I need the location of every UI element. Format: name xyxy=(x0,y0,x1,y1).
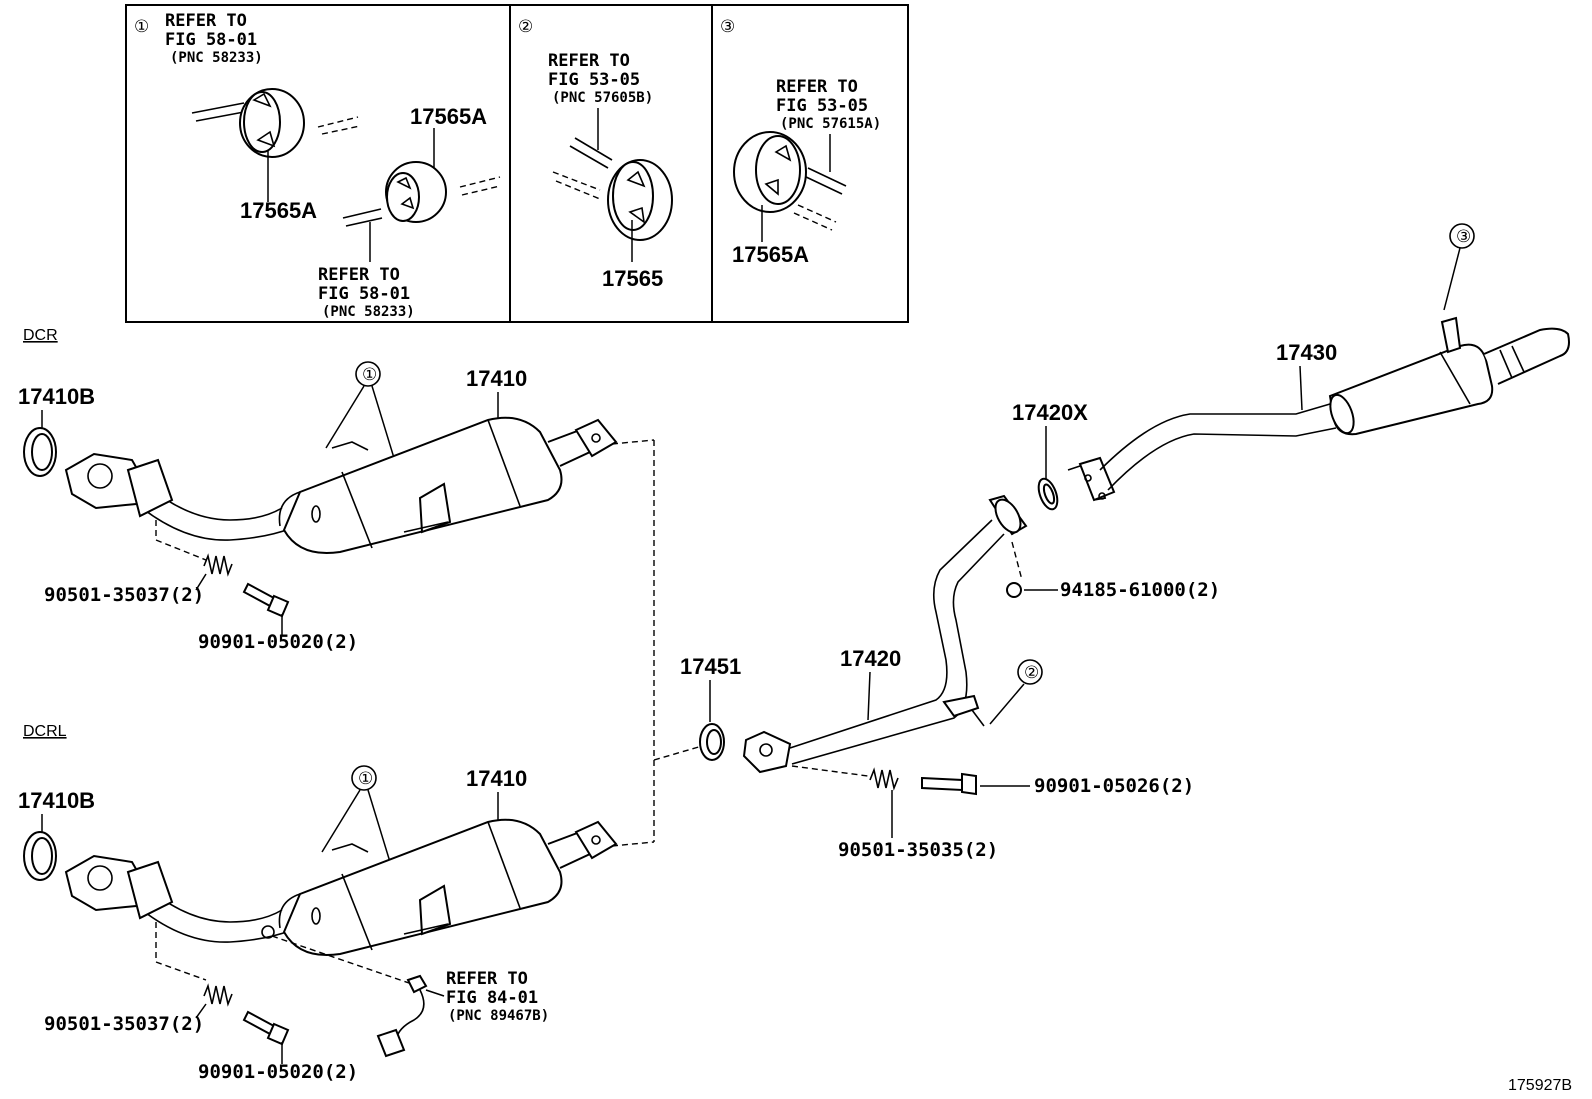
panel-3-part: 17565A xyxy=(732,242,809,267)
figure-number: 175927B xyxy=(1508,1077,1572,1094)
tail-callout-circle xyxy=(1449,223,1475,249)
rubber-hanger-icon xyxy=(342,161,501,227)
center-spring-label: 90501-35035(2) xyxy=(838,839,998,861)
panel-2-ref-pnc: (PNC 57605B) xyxy=(552,90,653,106)
panel-1-ref2-line2: FIG 58-01 xyxy=(318,284,410,304)
spring-icon xyxy=(203,983,233,1007)
inset-panel-1: ① REFER TO FIG 58-01 (PNC 58233) 17565A xyxy=(134,11,501,320)
dcr-bolt-label: 90901-05020(2) xyxy=(198,631,358,653)
oxygen-sensor-icon xyxy=(376,974,428,1058)
panel-1-part-b: 17565A xyxy=(410,104,487,129)
dcrl-converter-label: 17410 xyxy=(466,766,527,791)
rubber-hanger-icon xyxy=(733,131,847,231)
bolt-icon xyxy=(921,772,977,796)
flange-gasket-label: 17420X xyxy=(1012,400,1088,425)
panel-3-ref-line2: FIG 53-05 xyxy=(776,96,868,116)
panel-2-part: 17565 xyxy=(602,266,663,291)
dcrl-converter-assembly xyxy=(64,818,618,956)
rubber-hanger-icon xyxy=(191,88,361,158)
dcrl-label: DCRL xyxy=(23,723,67,740)
dcrl-sensor-ref-pnc: (PNC 89467B) xyxy=(448,1008,549,1024)
dcr-callout-circle xyxy=(355,361,381,387)
center-callout: ② xyxy=(1024,663,1039,682)
dcrl-bolt-label: 90901-05020(2) xyxy=(198,1061,358,1083)
dcrl-sensor-ref-line1: REFER TO xyxy=(446,969,528,989)
panel-1-ref2-line1: REFER TO xyxy=(318,265,400,285)
panel-1-ref-pnc: (PNC 58233) xyxy=(170,50,263,66)
spring-icon xyxy=(869,767,899,791)
panel-1-ref-line2: FIG 58-01 xyxy=(165,30,257,50)
dcr-section: DCR 17410B 17410 ① xyxy=(18,327,618,653)
gasket-ring-icon xyxy=(23,831,57,881)
panel-1-ref-line1: REFER TO xyxy=(165,11,247,31)
dcr-spring-label: 90501-35037(2) xyxy=(44,584,204,606)
dcr-label: DCR xyxy=(23,327,58,344)
panel-1-number: ① xyxy=(134,17,149,36)
panel-1-part-a: 17565A xyxy=(240,198,317,223)
inset-panel-2: ② REFER TO FIG 53-05 (PNC 57605B) 17565 xyxy=(518,17,673,291)
bolt-icon xyxy=(242,1010,290,1046)
panel-3-number: ③ xyxy=(720,17,735,36)
bolt-icon xyxy=(242,582,290,618)
tail-pipe-label: 17430 xyxy=(1276,340,1337,365)
dcrl-sensor-ref-line2: FIG 84-01 xyxy=(446,988,538,1008)
dcr-converter-assembly xyxy=(64,416,618,554)
panel-2-ref-line2: FIG 53-05 xyxy=(548,70,640,90)
gasket-ring-icon xyxy=(1037,477,1059,511)
dcrl-gasket-label: 17410B xyxy=(18,788,95,813)
panel-2-ref-line1: REFER TO xyxy=(548,51,630,71)
front-gasket-label: 17451 xyxy=(680,654,741,679)
panel-3-ref-line1: REFER TO xyxy=(776,77,858,97)
tail-pipe xyxy=(1067,316,1570,502)
dcr-gasket-label: 17410B xyxy=(18,384,95,409)
inset-panel-3: ③ REFER TO FIG 53-05 (PNC 57615A) 17565A xyxy=(720,17,881,267)
center-pipe xyxy=(742,494,1028,774)
dcr-converter-label: 17410 xyxy=(466,366,527,391)
connector-dashes xyxy=(611,439,703,847)
dcrl-section: DCRL 17410B 17410 ① xyxy=(18,723,618,1083)
panel-1-ref2-pnc: (PNC 58233) xyxy=(322,304,415,320)
right-assembly: 17451 17420 ② 90501-35035(2) xyxy=(680,223,1570,861)
center-callout-circle xyxy=(1017,659,1043,685)
dcrl-callout-circle xyxy=(351,765,377,791)
rubber-hanger-icon xyxy=(552,137,673,241)
center-bolt-label: 90901-05026(2) xyxy=(1034,775,1194,797)
center-pipe-label: 17420 xyxy=(840,646,901,671)
dcrl-callout: ① xyxy=(358,769,373,788)
panel-3-ref-pnc: (PNC 57615A) xyxy=(780,116,881,132)
gasket-ring-icon xyxy=(699,723,725,761)
nut-icon xyxy=(1006,582,1022,598)
nut-label: 94185-61000(2) xyxy=(1060,579,1220,601)
gasket-ring-icon xyxy=(23,427,57,477)
panel-2-number: ② xyxy=(518,17,533,36)
spring-icon xyxy=(203,553,233,577)
tail-callout: ③ xyxy=(1456,227,1471,246)
dcr-callout: ① xyxy=(362,365,377,384)
dcrl-spring-label: 90501-35037(2) xyxy=(44,1013,204,1035)
